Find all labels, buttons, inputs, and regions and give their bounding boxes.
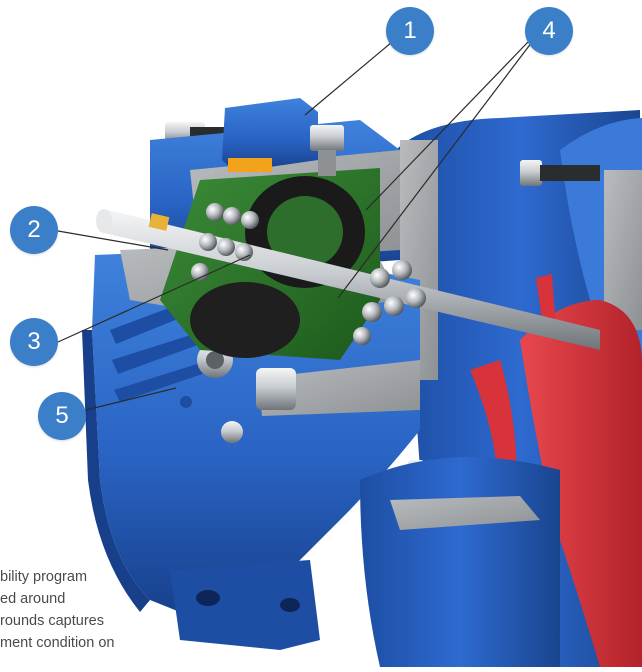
caption-line-2: ed around <box>0 591 66 607</box>
bearing-cavity <box>120 150 400 360</box>
caption-line-4: ment condition on <box>0 635 115 651</box>
leader-line-2 <box>57 230 169 251</box>
leader-line-3 <box>57 254 251 343</box>
callout-badge-3[interactable]: 3 <box>10 318 58 366</box>
callout-badge-2[interactable]: 2 <box>10 206 58 254</box>
callout-leader-lines <box>57 41 533 411</box>
callout-badge-5[interactable]: 5 <box>38 392 86 440</box>
callout-badge-1[interactable]: 1 <box>386 7 434 55</box>
caption-text: bility program ed around rounds captures… <box>0 566 170 654</box>
leader-line-5 <box>85 387 177 411</box>
leader-line-4 <box>337 41 533 299</box>
callout-badge-4[interactable]: 4 <box>525 7 573 55</box>
caption-line-1: bility program <box>0 569 88 585</box>
caption-line-3: rounds captures <box>0 613 104 629</box>
ball-bearings <box>191 203 426 345</box>
condition-sensor <box>222 98 344 176</box>
leader-line-4b <box>365 41 529 211</box>
leader-line-1 <box>304 41 393 116</box>
housing-cut-edge <box>256 360 420 416</box>
